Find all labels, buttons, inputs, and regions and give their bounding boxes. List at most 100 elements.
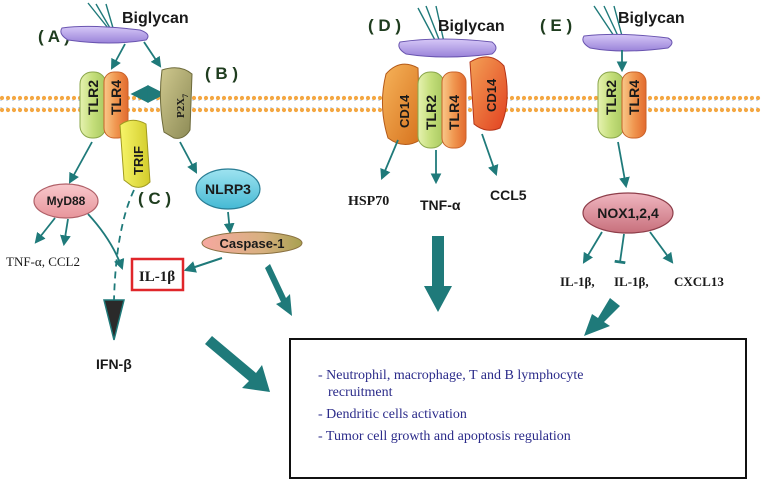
lipid-head <box>287 107 293 113</box>
lipid-head <box>587 95 593 101</box>
lipid-head <box>155 107 161 113</box>
lipid-head <box>653 95 659 101</box>
lipid-head <box>557 95 563 101</box>
lipid-head <box>359 95 365 101</box>
lipid-head <box>713 95 719 101</box>
lipid-head <box>239 95 245 101</box>
hsp70-label: HSP70 <box>348 194 389 209</box>
lipid-head <box>257 107 263 113</box>
lipid-head <box>257 95 263 101</box>
big-arrow-e-to-outcome <box>584 298 620 336</box>
lipid-head <box>245 107 251 113</box>
lipid-head <box>371 95 377 101</box>
lipid-head <box>467 95 473 101</box>
outcome-line-1: - Neutrophil, macrophage, T and B lympho… <box>318 368 583 383</box>
lipid-head <box>263 107 269 113</box>
lipid-head <box>509 107 515 113</box>
myd88-adaptor <box>33 183 99 219</box>
lipid-head <box>35 107 41 113</box>
lipid-head <box>29 95 35 101</box>
tlr2-label-a: TLR2 <box>85 80 101 115</box>
lipid-head <box>341 95 347 101</box>
lipid-head <box>509 95 515 101</box>
lipid-head <box>719 107 725 113</box>
lipid-head <box>329 95 335 101</box>
lipid-head <box>467 107 473 113</box>
lipid-head <box>275 95 281 101</box>
lipid-head <box>263 95 269 101</box>
lipid-head <box>245 95 251 101</box>
tlr2-label-e: TLR2 <box>603 80 619 115</box>
lipid-head <box>329 107 335 113</box>
lipid-head <box>275 107 281 113</box>
lipid-head <box>143 107 149 113</box>
lipid-head <box>251 107 257 113</box>
nlrp3-inflammasome <box>195 168 261 210</box>
lipid-head <box>527 95 533 101</box>
lipid-head <box>539 95 545 101</box>
lipid-head <box>737 107 743 113</box>
lipid-head <box>671 95 677 101</box>
trif-adaptor <box>119 119 151 188</box>
lipid-head <box>353 95 359 101</box>
biglycan-ligand-d <box>398 5 497 58</box>
lipid-head <box>203 107 209 113</box>
lipid-head <box>743 107 749 113</box>
lipid-head <box>323 107 329 113</box>
lipid-head <box>725 95 731 101</box>
lipid-head <box>137 95 143 101</box>
biglycan-label-e: Biglycan <box>618 10 685 27</box>
lipid-head <box>533 95 539 101</box>
lipid-head <box>227 107 233 113</box>
lipid-head <box>221 107 227 113</box>
lipid-head <box>203 95 209 101</box>
caspase1-label: Caspase-1 <box>219 236 284 251</box>
lipid-head <box>209 95 215 101</box>
lipid-head <box>593 95 599 101</box>
lipid-head <box>305 107 311 113</box>
lipid-head <box>299 107 305 113</box>
lipid-head <box>701 95 707 101</box>
lipid-head <box>335 95 341 101</box>
lipid-head <box>293 95 299 101</box>
lipid-head <box>365 95 371 101</box>
lipid-head <box>335 107 341 113</box>
lipid-head <box>353 107 359 113</box>
arrow-caspase1-to-outcome <box>265 264 292 316</box>
lipid-head <box>71 95 77 101</box>
lipid-head <box>41 107 47 113</box>
lipid-head <box>305 95 311 101</box>
biglycan-label-a: Biglycan <box>122 10 189 27</box>
lipid-head <box>299 95 305 101</box>
lipid-head <box>683 95 689 101</box>
lipid-head <box>515 107 521 113</box>
lipid-head <box>539 107 545 113</box>
lipid-head <box>59 95 65 101</box>
myd88-label: MyD88 <box>47 194 86 208</box>
lipid-head <box>731 107 737 113</box>
arrow-tlr-myd88 <box>68 141 93 184</box>
lipid-head <box>575 95 581 101</box>
lipid-head <box>221 95 227 101</box>
panel-label-d: ( D ) <box>368 16 401 35</box>
lipid-head <box>131 95 137 101</box>
lipid-head <box>323 95 329 101</box>
tlr4-label-d: TLR4 <box>446 95 462 130</box>
lipid-head <box>29 107 35 113</box>
arrow-d-hsp70 <box>380 139 399 180</box>
cd14-left-d <box>381 63 421 145</box>
lipid-head <box>677 107 683 113</box>
lipid-head <box>695 95 701 101</box>
lipid-head <box>71 107 77 113</box>
lipid-head <box>59 107 65 113</box>
lipid-head <box>269 107 275 113</box>
arrow-myd88-tnf <box>34 217 56 244</box>
lipid-head <box>659 95 665 101</box>
tlr4-label-e: TLR4 <box>626 80 642 115</box>
arrow-myd88-il1b <box>87 213 125 271</box>
lipid-head <box>281 107 287 113</box>
lipid-head <box>35 95 41 101</box>
tlr4-label-a: TLR4 <box>108 80 124 115</box>
tnfa-label: TNF-α <box>420 197 461 213</box>
lipid-head <box>581 107 587 113</box>
